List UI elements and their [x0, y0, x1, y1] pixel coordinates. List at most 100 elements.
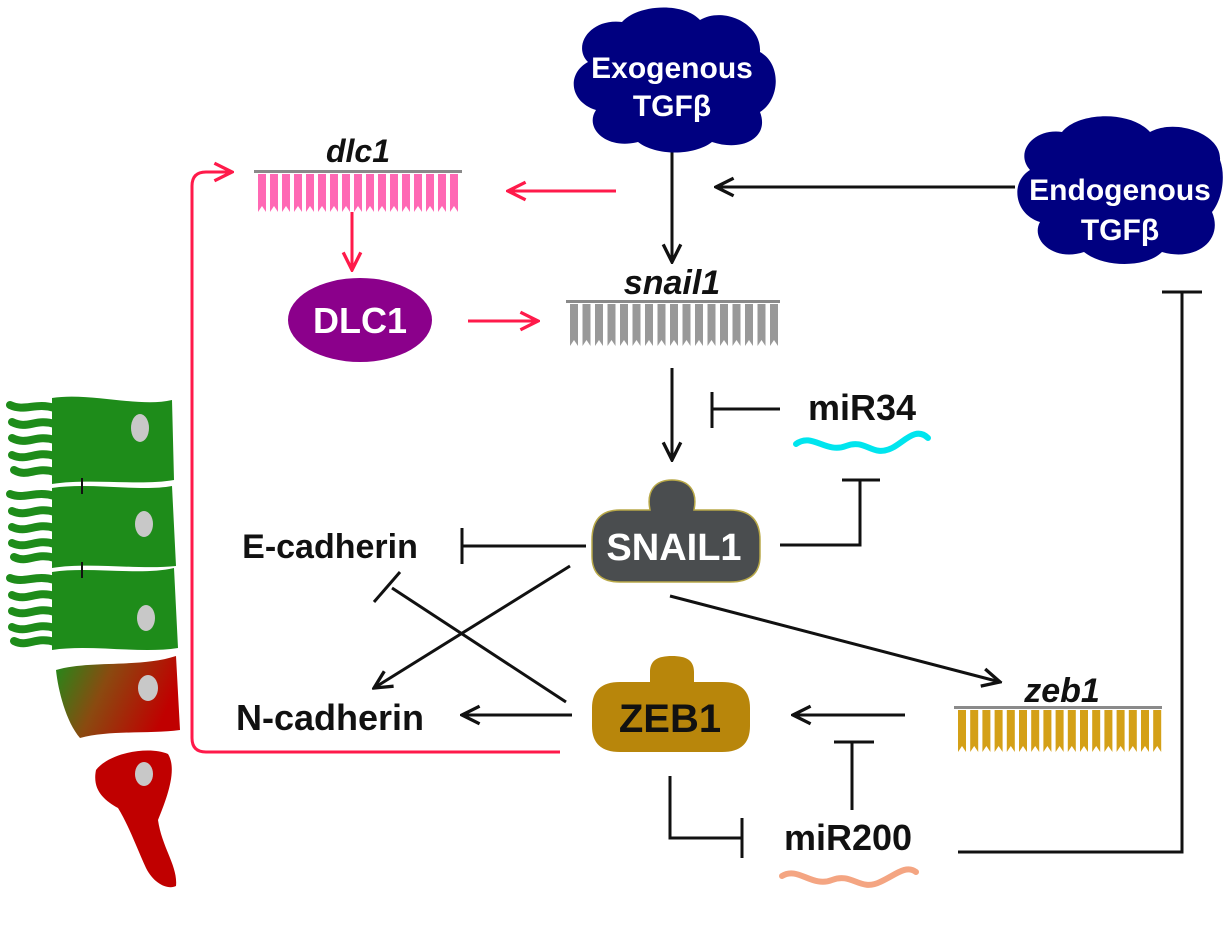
gene-tooth [982, 710, 991, 752]
gene-tooth [366, 174, 374, 212]
gene-tooth [330, 174, 338, 212]
epithelial-cell-2 [6, 478, 176, 568]
node-endogenous-tgfb: Endogenous TGFβ [1017, 116, 1223, 264]
node-exogenous-tgfb: Exogenous TGFβ [573, 7, 776, 153]
SNAIL1-shape [591, 479, 761, 583]
edge-ZEB1-to-dlc1 [190, 172, 560, 754]
gene-tooth [620, 304, 628, 346]
edge-SNAIL1-to-zeb1 [669, 594, 1000, 682]
node-DLC1-protein: DLC1 [288, 278, 432, 362]
node-zeb1-gene: zeb1 [954, 672, 1162, 752]
gene-tooth [1092, 710, 1101, 752]
snail1-gene-label: snail1 [624, 264, 720, 302]
gene-tooth [306, 174, 314, 212]
gene-tooth [1055, 710, 1064, 752]
edge-SNAIL1-to-Ncadherin [374, 564, 571, 688]
epithelial-cell-1 [6, 396, 174, 484]
e-cadherin-label: E-cadherin [242, 528, 418, 566]
gene-tooth [1031, 710, 1040, 752]
edge-ZEB1-inhibits-mir200 [668, 776, 742, 840]
edges [190, 148, 1202, 858]
gene-tooth [1104, 710, 1113, 752]
exogenous-line1: Exogenous [591, 52, 753, 85]
gene-tooth [570, 304, 578, 346]
gene-tooth [1019, 710, 1027, 752]
gene-tooth [258, 174, 266, 212]
gene-tooth [450, 174, 458, 212]
gene-tooth [1067, 710, 1076, 752]
node-n-cadherin: N-cadherin [236, 697, 424, 738]
gene-tooth [645, 304, 653, 346]
gene-tooth [282, 174, 290, 212]
gene-tooth [1043, 710, 1052, 752]
snail1-gene-teeth [570, 304, 778, 346]
gene-tooth [707, 304, 716, 346]
ZEB1-shape [592, 656, 750, 752]
gene-tooth [390, 174, 398, 212]
gene-tooth [582, 304, 591, 346]
n-cadherin-label: N-cadherin [236, 697, 424, 738]
gene-tooth [1153, 710, 1162, 752]
endogenous-line2: TGFβ [1081, 214, 1159, 247]
mir200-squiggle [779, 866, 919, 888]
gene-tooth [970, 710, 979, 752]
gene-tooth [670, 304, 678, 346]
gene-tooth [342, 174, 350, 212]
gene-tooth [607, 304, 616, 346]
gene-tooth [402, 174, 410, 212]
gene-tooth [438, 174, 446, 212]
DLC1-ellipse [288, 278, 432, 362]
epithelial-cell-3 [6, 562, 178, 650]
edge-ZEB1-inhibits-Ecadherin [391, 586, 567, 704]
gene-tooth [657, 304, 666, 346]
gene-tooth [294, 174, 302, 212]
gene-tooth [720, 304, 728, 346]
gene-tooth [354, 174, 362, 212]
gene-tooth [958, 710, 966, 752]
DLC1-label: DLC1 [313, 300, 407, 341]
gene-tooth [1080, 710, 1088, 752]
gene-tooth [426, 174, 434, 212]
node-mir34: miR34 [793, 387, 931, 454]
cloud-shape [1017, 116, 1223, 264]
edge-mir200-inhibits-endogenous [958, 292, 1184, 854]
node-e-cadherin: E-cadherin [242, 528, 418, 566]
SNAIL1-label: SNAIL1 [606, 527, 741, 569]
node-ZEB1-protein: ZEB1 [592, 656, 750, 752]
gene-tooth [994, 710, 1003, 752]
mir200-label: miR200 [784, 817, 912, 858]
gene-tooth [378, 174, 386, 212]
epithelial-cell-stack [6, 396, 180, 888]
gene-tooth [682, 304, 691, 346]
zeb1-gene-teeth [958, 710, 1162, 752]
cloud-shape [573, 7, 776, 153]
gene-tooth [770, 304, 778, 346]
gene-tooth [595, 304, 603, 346]
gene-tooth [318, 174, 326, 212]
gene-tooth [745, 304, 753, 346]
gene-tooth [270, 174, 278, 212]
mir34-label: miR34 [808, 387, 916, 428]
transitional-cell [56, 656, 180, 738]
node-mir200: miR200 [779, 817, 919, 888]
dlc1-gene-label: dlc1 [326, 133, 390, 169]
gene-tooth [757, 304, 766, 346]
node-dlc1-gene: dlc1 [254, 133, 462, 212]
gene-tooth [1116, 710, 1125, 752]
gene-tooth [414, 174, 422, 212]
gene-tooth [1006, 710, 1015, 752]
edge-SNAIL1-inhibits-mir34 [780, 480, 862, 547]
zeb1-gene-label: zeb1 [1023, 672, 1100, 710]
node-SNAIL1-protein: SNAIL1 [591, 479, 761, 583]
gene-tooth [1128, 710, 1137, 752]
exogenous-line2: TGFβ [633, 90, 711, 123]
gene-tooth [1141, 710, 1149, 752]
endogenous-line1: Endogenous [1029, 174, 1211, 207]
mesenchymal-cell [95, 750, 177, 888]
gene-tooth [732, 304, 741, 346]
node-snail1-gene: snail1 [566, 264, 780, 346]
dlc1-gene-teeth [258, 174, 458, 212]
mir34-squiggle [793, 430, 931, 454]
gene-tooth [695, 304, 703, 346]
